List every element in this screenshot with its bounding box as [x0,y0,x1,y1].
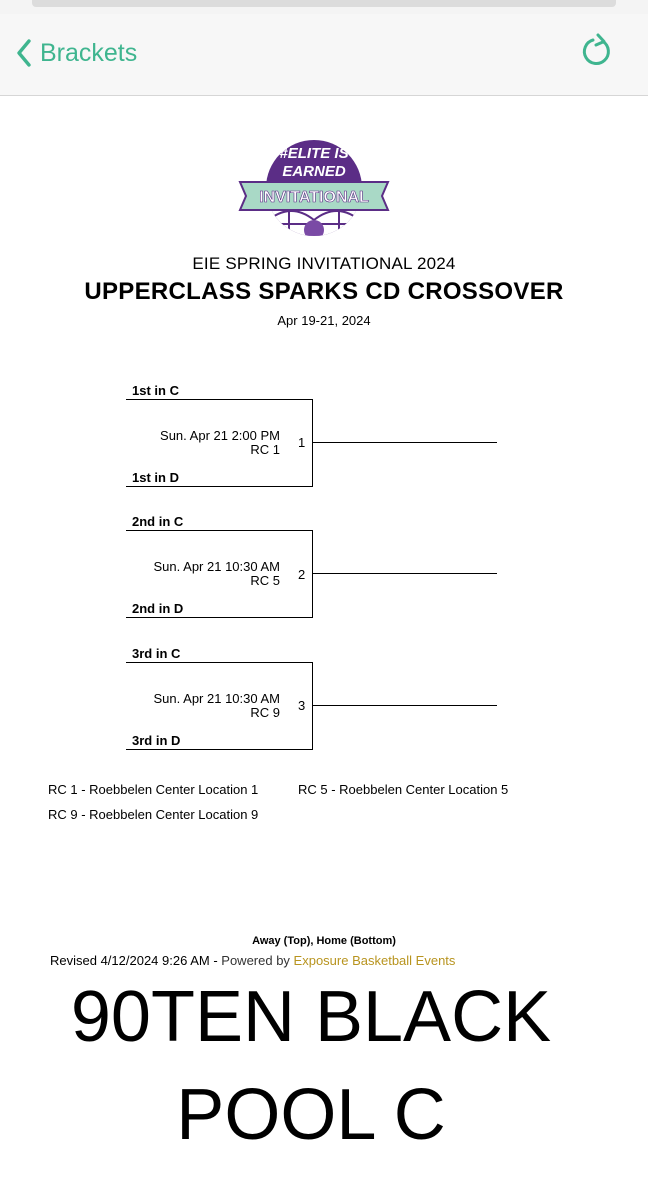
refresh-button[interactable] [580,32,614,68]
game-court: RC 1 [250,442,280,457]
event-dates: Apr 19-21, 2024 [277,313,371,328]
game-schedule: Sun. Apr 21 2:00 PM RC 1 [160,429,280,457]
bracket-title: UPPERCLASS SPARKS CD CROSSOVER [84,278,564,305]
exposure-link[interactable]: Exposure Basketball Events [293,953,456,968]
game-number: 2 [298,567,306,582]
nav-bar: Brackets [0,14,648,96]
chevron-left-icon [16,39,32,67]
status-strip-tab [32,0,616,7]
bracket-line [312,530,313,618]
logo-line2: EARNED [282,163,346,180]
game-time: Sun. Apr 21 10:30 AM [153,559,280,574]
legend-item: RC 9 - Roebbelen Center Location 9 [48,807,259,822]
revised-text: Revised 4/12/2024 9:26 AM - [50,953,222,968]
refresh-icon [580,33,614,72]
bracket-line [126,749,313,750]
status-strip [0,0,648,14]
team-slot-top: 3rd in C [132,646,181,661]
game-court: RC 9 [250,705,280,720]
bracket-line [126,617,313,618]
bracket-line [312,662,313,750]
logo-line1: #ELITE IS [279,145,348,162]
powered-by-text: Powered by [221,953,294,968]
game-time: Sun. Apr 21 2:00 PM [160,428,280,443]
home-away-note: Away (Top), Home (Bottom) [252,935,396,947]
bracket-line [312,705,497,706]
game-court: RC 5 [250,573,280,588]
back-button[interactable]: Brackets [16,36,137,70]
team-slot-bottom: 3rd in D [132,733,181,748]
team-slot-top: 1st in C [132,383,179,398]
bracket-line [312,442,497,443]
bracket-line [312,399,313,487]
caption-line-2: POOL C [176,1075,446,1155]
legend-item: RC 1 - Roebbelen Center Location 1 [48,782,259,797]
game-schedule: Sun. Apr 21 10:30 AM RC 5 [154,560,280,588]
game-schedule: Sun. Apr 21 10:30 AM RC 9 [154,692,280,720]
team-slot-bottom: 1st in D [132,470,179,485]
bracket-line [126,486,313,487]
team-slot-top: 2nd in C [132,514,184,529]
event-title: EIE SPRING INVITATIONAL 2024 [192,254,456,273]
game-number: 1 [298,435,306,450]
legend-item: RC 5 - Roebbelen Center Location 5 [298,782,509,797]
caption-line-1: 90TEN BLACK [70,977,552,1057]
team-slot-bottom: 2nd in D [132,601,184,616]
bracket-line [312,573,497,574]
back-label: Brackets [40,38,138,67]
revised-line: Revised 4/12/2024 9:26 AM - Powered by E… [50,953,455,968]
bracket-line [126,662,313,663]
bracket-line [126,399,313,400]
logo-banner: INVITATIONAL [259,189,369,206]
game-time: Sun. Apr 21 10:30 AM [153,691,280,706]
bracket-line [126,530,313,531]
game-number: 3 [298,698,306,713]
event-logo: #ELITE IS EARNED INVITATIONAL [234,130,394,246]
